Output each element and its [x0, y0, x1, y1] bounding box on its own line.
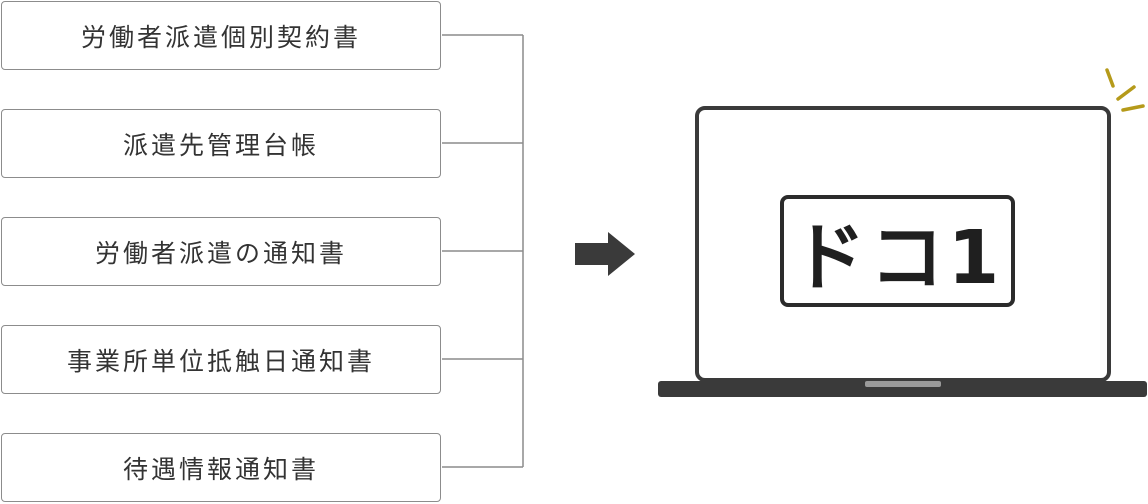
- document-label: 派遣先管理台帳: [122, 130, 319, 160]
- document-label: 待遇情報通知書: [122, 454, 319, 484]
- doko1-logo: ドコ1: [780, 195, 1015, 307]
- laptop-base: [658, 381, 1147, 397]
- document-box-teishokubi-tsuchisho: 事業所単位抵触日通知書: [1, 325, 441, 394]
- document-box-kobetsu-keiyakusho: 労働者派遣個別契約書: [1, 1, 441, 70]
- document-label: 労働者派遣の通知書: [94, 238, 347, 268]
- logo-text: ドコ1: [791, 214, 1004, 301]
- document-label: 労働者派遣個別契約書: [80, 22, 361, 52]
- document-box-kanri-daicho: 派遣先管理台帳: [1, 109, 441, 178]
- document-box-taigu-joho-tsuchisho: 待遇情報通知書: [1, 433, 441, 502]
- laptop-trackpad-notch: [865, 381, 941, 387]
- sparkle-lines-icon: [1105, 68, 1145, 112]
- document-box-haken-tsuchisho: 労働者派遣の通知書: [1, 217, 441, 286]
- document-label: 事業所単位抵触日通知書: [66, 346, 375, 376]
- connector-lines: [442, 34, 524, 468]
- right-arrow-icon: [575, 232, 635, 276]
